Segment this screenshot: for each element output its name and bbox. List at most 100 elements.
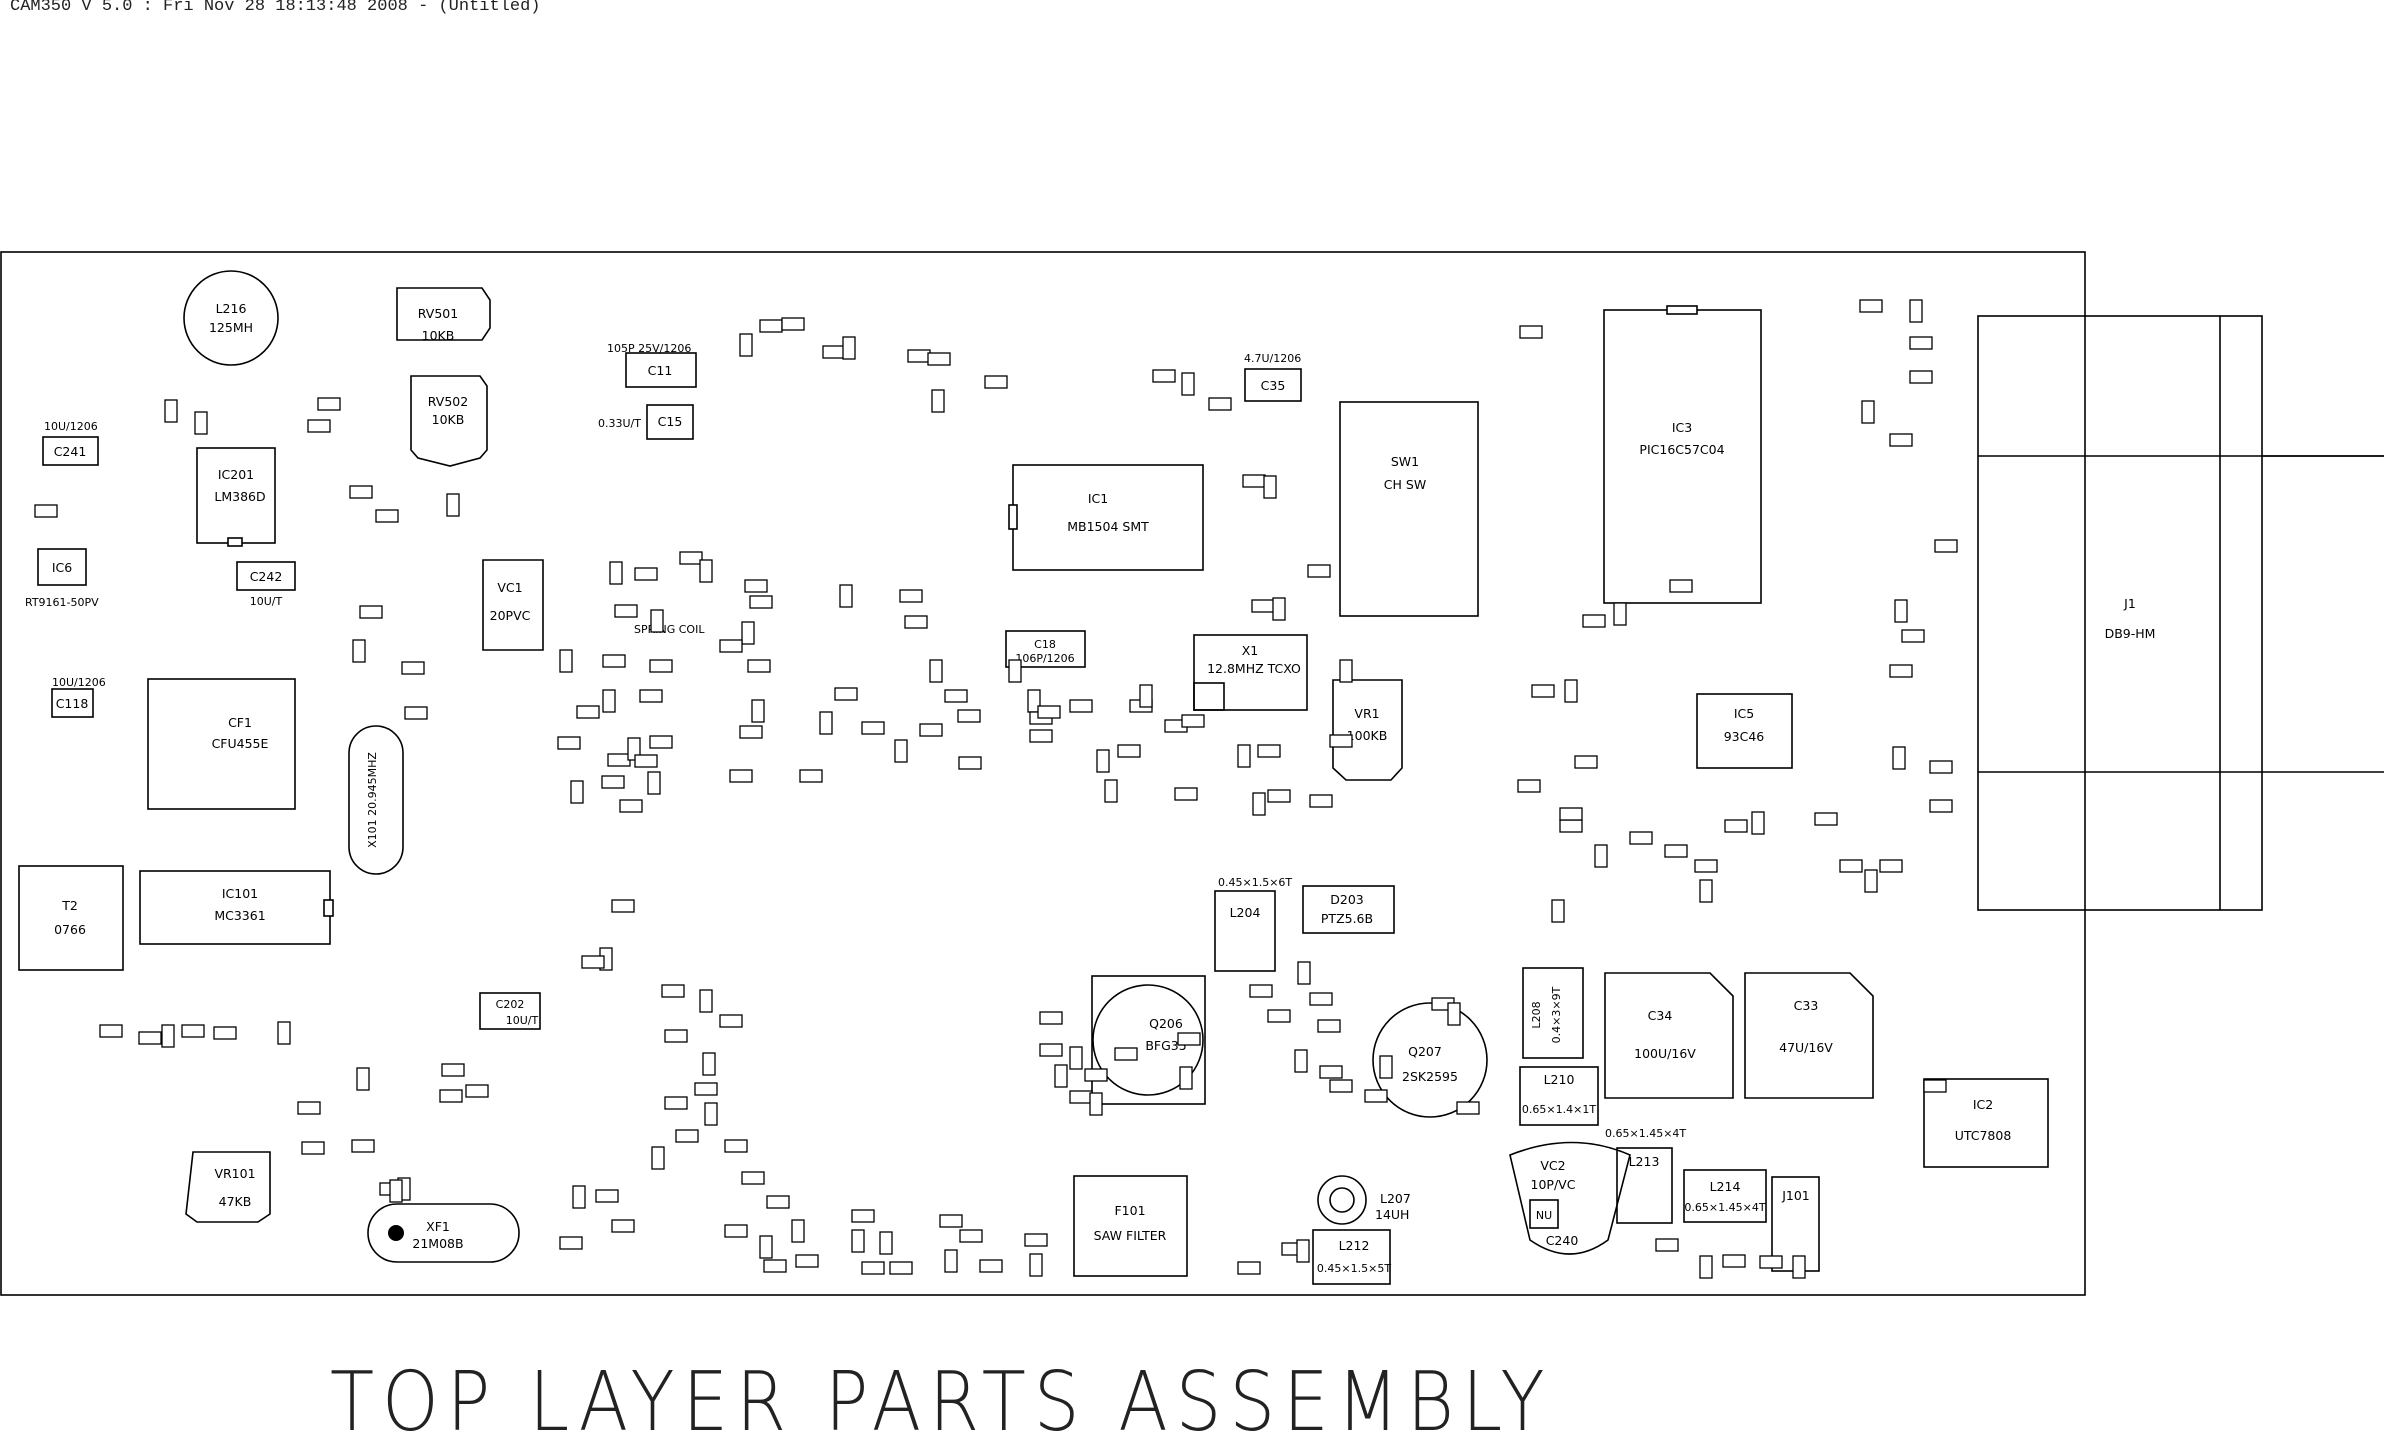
smd-footprint: [1319, 1065, 1343, 1079]
cf1-value: CFU455E: [212, 736, 269, 751]
smd-footprint: [609, 561, 623, 585]
q206-label: Q206: [1149, 1016, 1183, 1031]
inductor-l216: L216 125MH: [183, 270, 279, 366]
rv502-label: RV502: [428, 394, 468, 409]
smd-footprint: [601, 775, 625, 789]
ic101-value: MC3361: [214, 908, 265, 923]
smd-footprint: [576, 705, 600, 719]
f101-label: F101: [1114, 1203, 1145, 1218]
smd-footprint: [1901, 629, 1925, 643]
smd-footprint: [161, 1024, 175, 1048]
x1-label: X1: [1242, 643, 1259, 658]
smd-footprint: [581, 955, 605, 969]
c35-value: 4.7U/1206: [1244, 352, 1301, 365]
smd-footprint: [899, 589, 923, 603]
smd-footprint: [1174, 787, 1198, 801]
smd-footprint: [611, 899, 635, 913]
smd-footprint: [1251, 599, 1275, 613]
board-outline: [0, 251, 2086, 1296]
smd-footprint: [559, 1236, 583, 1250]
smd-footprint: [1447, 1002, 1461, 1026]
smd-footprint: [1267, 789, 1291, 803]
smd-footprint: [356, 1067, 370, 1091]
smd-footprint: [751, 699, 765, 723]
smd-footprint: [1329, 734, 1353, 748]
smd-footprint: [1929, 760, 1953, 774]
smd-footprint: [747, 659, 771, 673]
c18-label: C18: [1034, 638, 1056, 651]
smd-footprint: [1339, 659, 1353, 683]
smd-footprint: [194, 411, 208, 435]
smd-footprint: [741, 621, 755, 645]
d203-label: D203: [1330, 892, 1363, 907]
smd-footprint: [1379, 1055, 1393, 1079]
smd-footprint: [639, 689, 663, 703]
ic1-label: IC1: [1088, 491, 1108, 506]
smd-footprint: [359, 605, 383, 619]
smd-footprint: [1669, 579, 1693, 593]
smd-footprint: [619, 799, 643, 813]
ic201-label: IC201: [218, 467, 254, 482]
c11-value: 105P 25V/1206: [607, 342, 691, 355]
l216-value: 125MH: [209, 320, 253, 335]
smd-footprint: [1759, 1255, 1783, 1269]
smd-footprint: [1296, 1239, 1310, 1263]
rv501-label: RV501: [418, 306, 458, 321]
smd-footprint: [741, 1171, 765, 1185]
smd-footprint: [1179, 1066, 1193, 1090]
smd-footprint: [1297, 961, 1311, 985]
smd-footprint: [679, 551, 703, 565]
smd-footprint: [1923, 1079, 1947, 1093]
smd-footprint: [1029, 729, 1053, 743]
connector-j1: J1 DB9-HM: [1977, 315, 2384, 911]
smd-footprint: [650, 609, 664, 633]
smd-footprint: [904, 615, 928, 629]
smd-footprint: [702, 1052, 716, 1076]
smd-footprint: [927, 352, 951, 366]
smd-footprint: [1237, 744, 1251, 768]
vc2-value: 10P/VC: [1531, 1177, 1576, 1192]
smd-footprint: [1722, 1254, 1746, 1268]
c242-label: C242: [250, 569, 283, 584]
smd-footprint: [1909, 370, 1933, 384]
sw1-value: CH SW: [1384, 477, 1426, 492]
smd-footprint: [634, 754, 658, 768]
smd-footprint: [1307, 564, 1331, 578]
smd-footprint: [351, 1139, 375, 1153]
smd-footprint: [1242, 474, 1266, 488]
ic5-value: 93C46: [1724, 729, 1765, 744]
xf1-value: 21M08B: [412, 1236, 463, 1251]
smd-footprint: [851, 1229, 865, 1253]
smd-footprint: [441, 1063, 465, 1077]
l210-value: 0.65×1.4×1T: [1522, 1103, 1596, 1116]
smd-footprint: [861, 721, 885, 735]
smd-footprint: [1751, 811, 1765, 835]
smd-footprint: [1069, 1090, 1093, 1104]
smd-footprint: [559, 649, 573, 673]
sw1-label: SW1: [1391, 454, 1419, 469]
pot-rv502: RV502 10KB: [410, 375, 488, 467]
smd-footprint: [1699, 1255, 1713, 1279]
ic5-label: IC5: [1734, 706, 1754, 721]
smd-footprint: [842, 336, 856, 360]
smd-footprint: [919, 723, 943, 737]
footer-title: TOP LAYER PARTS ASSEMBLY: [330, 1355, 1553, 1450]
smd-footprint: [1574, 755, 1598, 769]
smd-footprint: [297, 1101, 321, 1115]
t2-value: 0766: [54, 922, 86, 937]
smd-footprint: [1861, 400, 1875, 424]
smd-footprint: [861, 1261, 885, 1275]
smd-footprint: [719, 639, 743, 653]
smd-footprint: [1559, 819, 1583, 833]
t2-label: T2: [61, 898, 78, 913]
smd-footprint: [446, 493, 460, 517]
cf1-label: CF1: [228, 715, 252, 730]
l204-value: 0.45×1.5×6T: [1218, 876, 1292, 889]
smd-footprint: [1294, 1049, 1308, 1073]
smd-footprint: [401, 661, 425, 675]
small-components: [34, 299, 1958, 1279]
transistor-q207: Q207 2SK2595: [1372, 1002, 1488, 1118]
smd-footprint: [1208, 397, 1232, 411]
smd-footprint: [1655, 1238, 1679, 1252]
ic2-label: IC2: [1973, 1097, 1993, 1112]
